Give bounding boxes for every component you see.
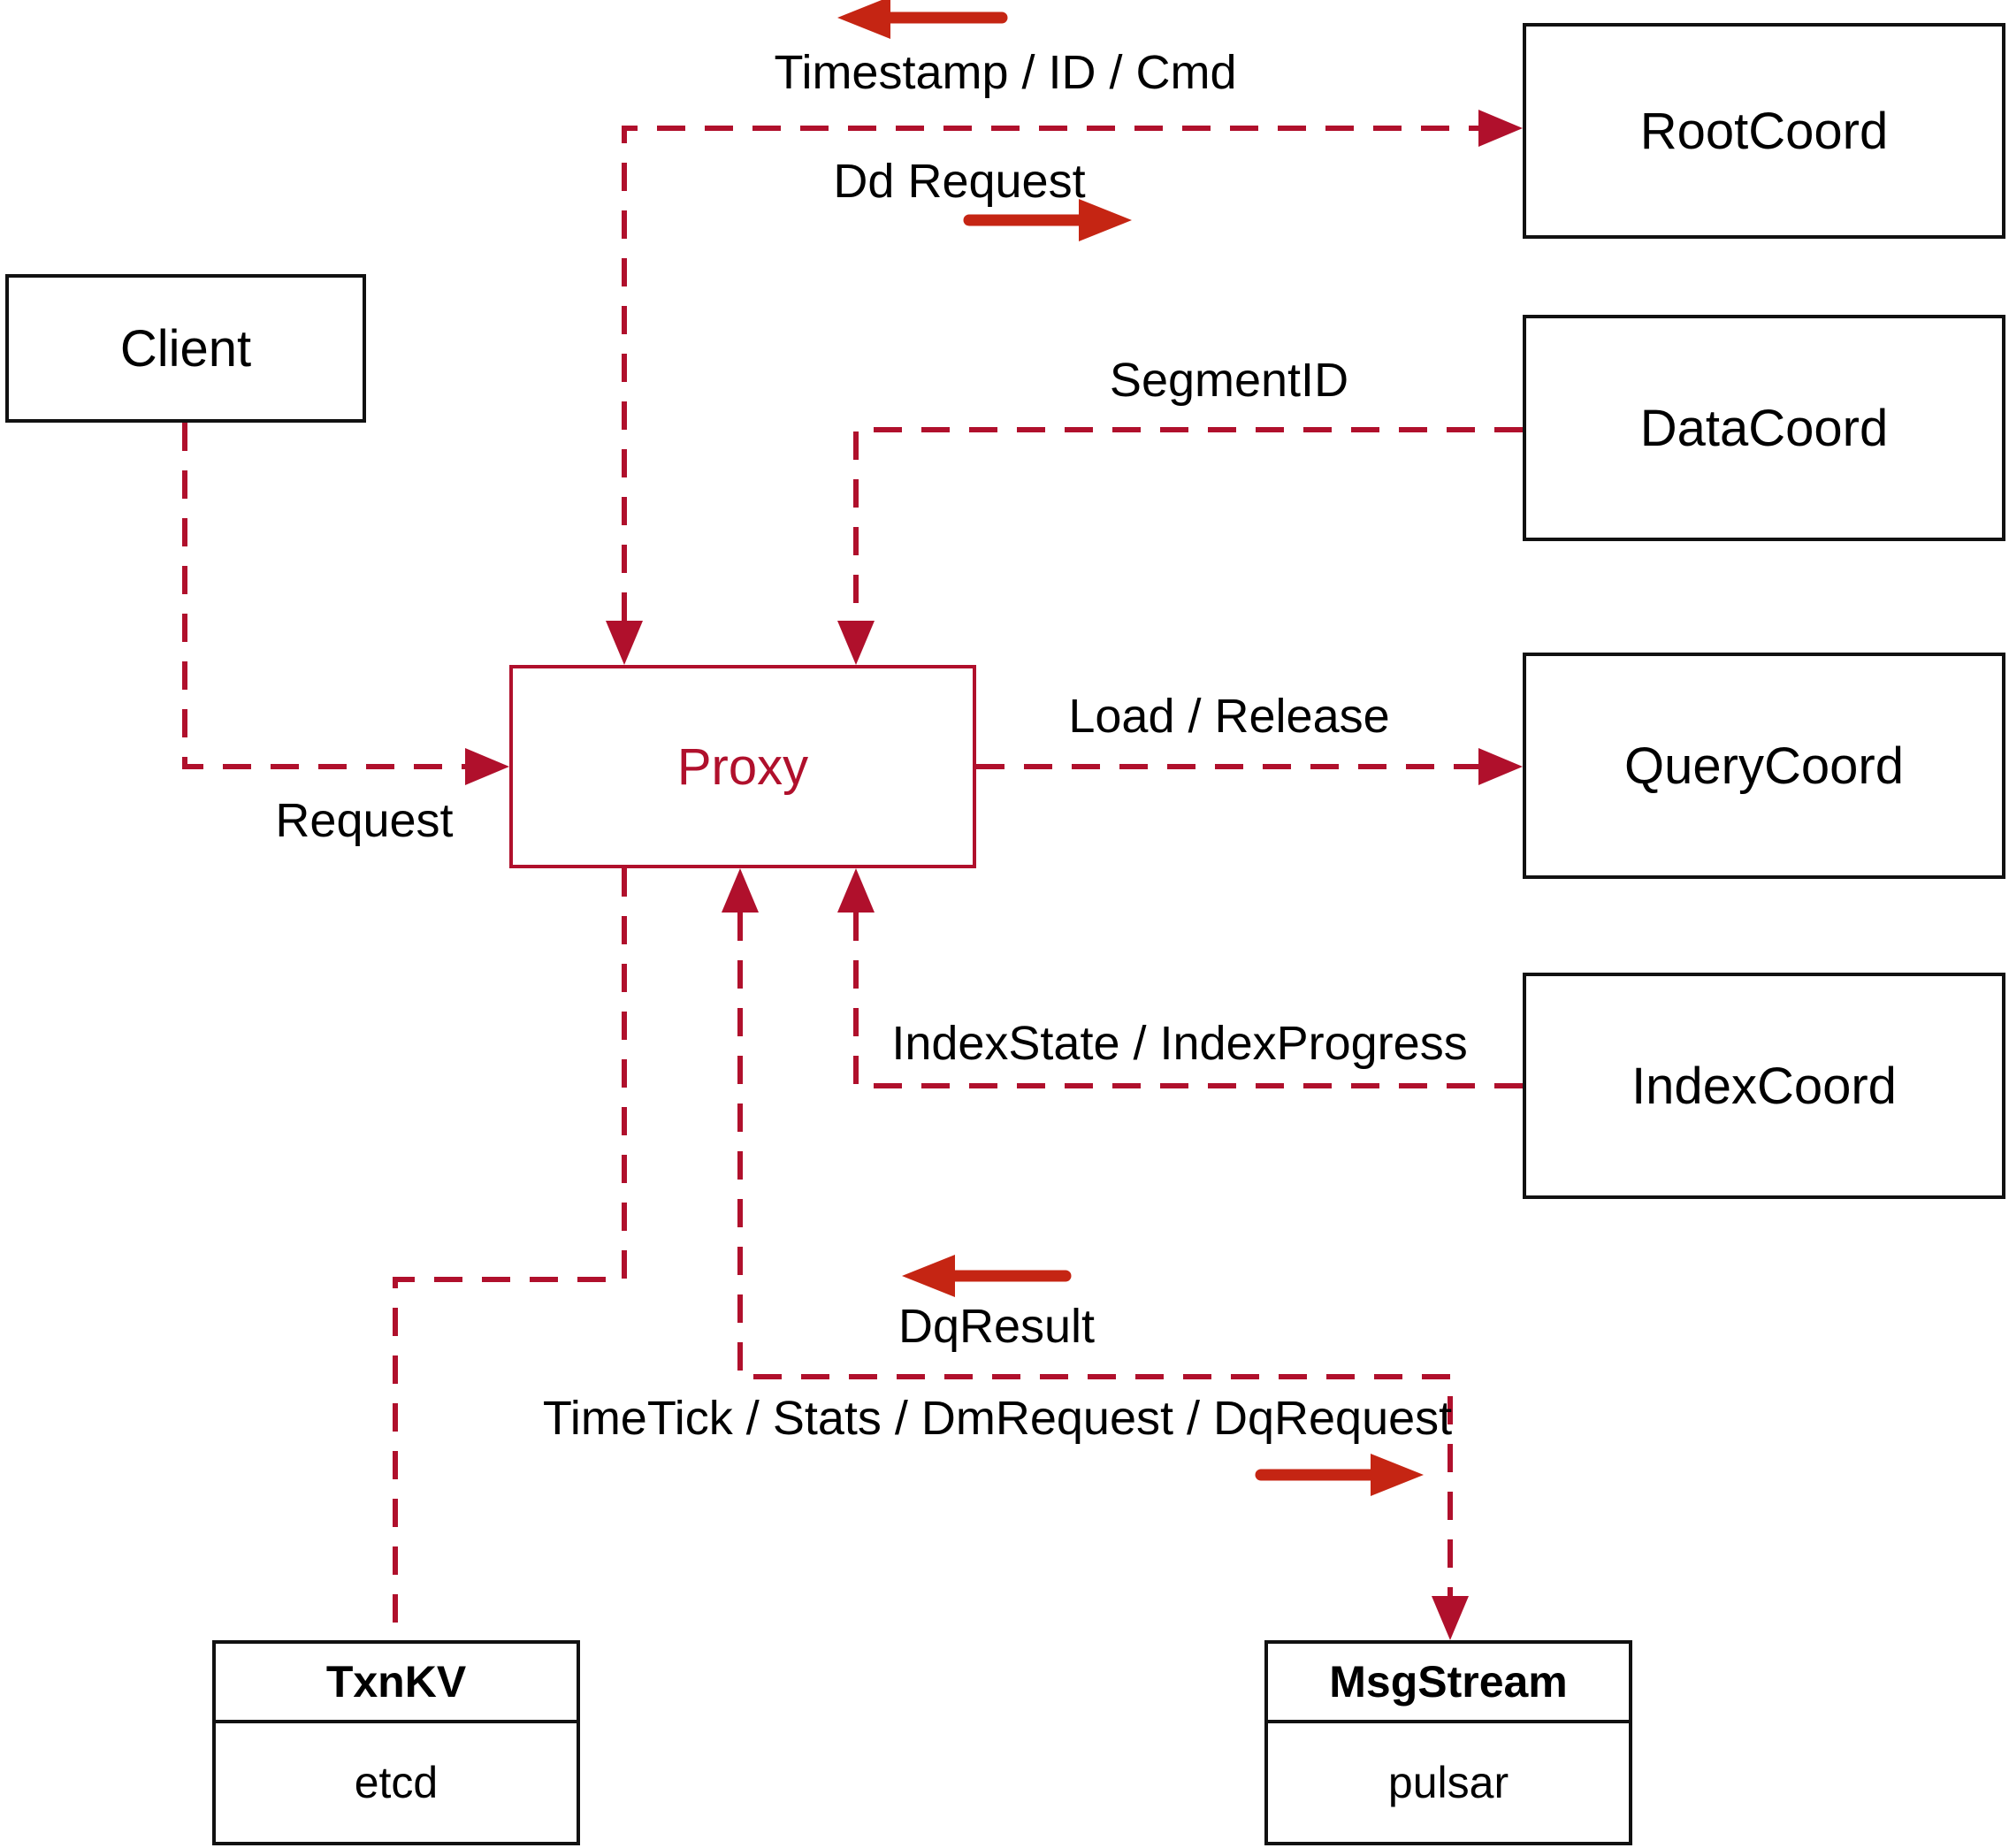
connection-indexcoord-to-proxy xyxy=(837,868,1523,1088)
connection-client-to-proxy xyxy=(182,423,509,785)
rootcoord-node: RootCoord xyxy=(1523,23,2005,239)
datacoord-node: DataCoord xyxy=(1523,315,2005,541)
connection-proxy-rootcoord xyxy=(606,110,1523,665)
indexcoord-label: IndexCoord xyxy=(1631,1057,1897,1115)
connection-proxy-msgstream xyxy=(722,868,1469,1640)
datacoord-label: DataCoord xyxy=(1639,399,1889,457)
arrow-from-rootcoord-icon xyxy=(837,0,1008,39)
indexcoord-node: IndexCoord xyxy=(1523,973,2005,1199)
edge-label-timetick-stats: TimeTick / Stats / DmRequest / DqRequest xyxy=(542,1392,1453,1445)
proxy-node: Proxy xyxy=(509,665,976,868)
txnkv-title: TxnKV xyxy=(216,1644,577,1723)
edge-label-segmentid: SegmentID xyxy=(1109,354,1349,407)
edge-label-dqresult: DqResult xyxy=(898,1300,1096,1353)
connection-proxy-to-txnkv xyxy=(393,868,627,1640)
edge-label-indexstate-indexprogress: IndexState / IndexProgress xyxy=(891,1017,1468,1070)
rootcoord-label: RootCoord xyxy=(1639,102,1889,160)
edge-label-timestamp-id-cmd: Timestamp / ID / Cmd xyxy=(774,46,1237,99)
txnkv-node: TxnKV etcd xyxy=(212,1640,580,1845)
client-node: Client xyxy=(5,274,366,423)
msgstream-subtitle: pulsar xyxy=(1387,1758,1509,1807)
proxy-label: Proxy xyxy=(676,737,809,796)
arrow-to-rootcoord-icon xyxy=(963,199,1132,241)
arrow-to-msgstream-icon xyxy=(1255,1454,1424,1496)
arrow-from-msgstream-icon xyxy=(902,1255,1072,1297)
msgstream-title: MsgStream xyxy=(1268,1644,1629,1723)
querycoord-label: QueryCoord xyxy=(1624,737,1904,795)
connection-datacoord-to-proxy xyxy=(837,427,1523,665)
edge-label-request: Request xyxy=(275,794,454,847)
client-label: Client xyxy=(119,319,252,378)
querycoord-node: QueryCoord xyxy=(1523,653,2005,879)
msgstream-node: MsgStream pulsar xyxy=(1264,1640,1632,1845)
edge-label-load-release: Load / Release xyxy=(1068,690,1390,743)
txnkv-subtitle: etcd xyxy=(354,1758,439,1807)
edge-label-dd-request: Dd Request xyxy=(833,155,1086,208)
connection-proxy-to-querycoord xyxy=(976,748,1523,785)
